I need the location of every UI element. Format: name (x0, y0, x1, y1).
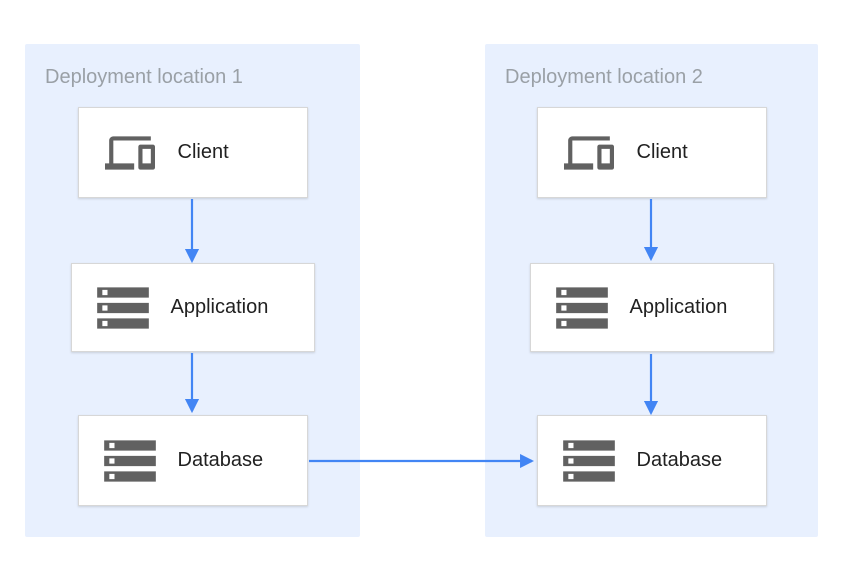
database-node: Database (536, 415, 767, 506)
application-node: Application (70, 263, 315, 352)
node-label: Application (629, 296, 728, 318)
node-label: Client (177, 141, 229, 163)
node-label: Application (170, 296, 269, 318)
storage-servers-icon (551, 277, 613, 339)
storage-servers-icon (558, 430, 620, 492)
client-node: Client (536, 107, 767, 198)
deployment-location-title: Deployment location 1 (45, 66, 243, 88)
devices-icon (99, 128, 161, 178)
client-node: Client (77, 107, 308, 198)
devices-icon (558, 128, 620, 178)
node-label: Client (636, 141, 688, 163)
deployment-location-2-panel: Deployment location 2 Client Application (485, 44, 818, 537)
deployment-location-title: Deployment location 2 (505, 66, 703, 88)
storage-servers-icon (99, 430, 161, 492)
storage-servers-icon (92, 277, 154, 339)
deployment-location-1-panel: Deployment location 1 Client Application (25, 44, 360, 537)
database-node: Database (77, 415, 308, 506)
node-label: Database (636, 449, 723, 471)
node-label: Database (177, 449, 264, 471)
application-node: Application (529, 263, 774, 352)
